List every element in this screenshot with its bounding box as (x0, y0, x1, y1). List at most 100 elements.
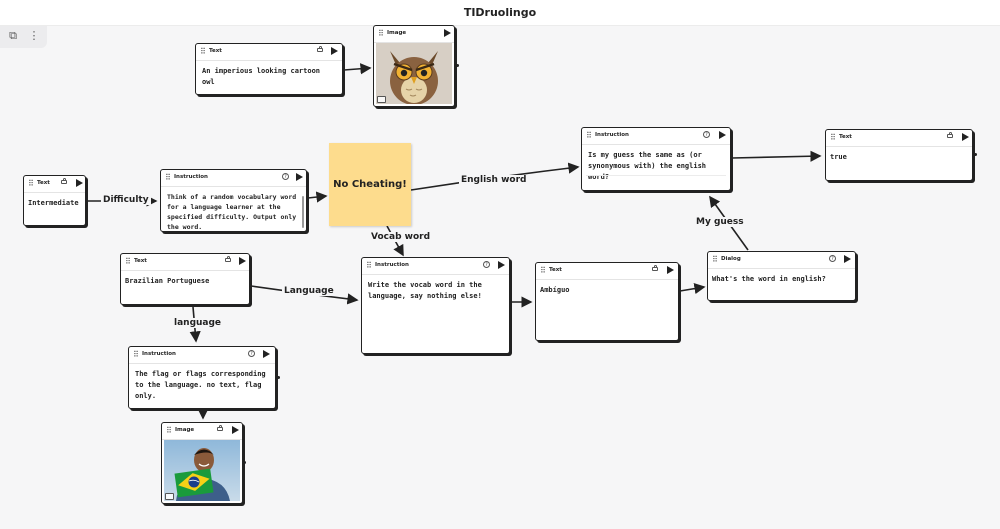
node-text[interactable]: true (830, 153, 847, 161)
drag-handle-icon[interactable]: ⠿ (540, 266, 546, 275)
edge-label-vocab-word[interactable]: Vocab word (369, 232, 433, 242)
node-type-label: Text (209, 48, 222, 54)
node-text[interactable]: Intermediate (28, 199, 79, 207)
owl-image (376, 43, 452, 104)
drag-handle-icon[interactable]: ⠿ (28, 179, 34, 188)
lock-icon[interactable] (317, 45, 323, 52)
node-text[interactable]: Brazilian Portuguese (125, 277, 210, 285)
textarea-divider (586, 175, 726, 176)
run-button[interactable] (719, 131, 726, 139)
node-type-label: Text (839, 134, 852, 140)
scrollbar[interactable] (302, 196, 304, 228)
node-type-label: Dialog (721, 256, 741, 262)
title-bar: TIDruolingo (0, 0, 1000, 26)
drag-handle-icon[interactable]: ⠿ (166, 426, 172, 435)
node-header: ⠿ Image (162, 423, 242, 440)
node-text[interactable]: Think of a random vocabulary word for a … (167, 193, 301, 231)
drag-handle-icon[interactable]: ⠿ (378, 29, 384, 38)
lock-icon[interactable] (61, 177, 67, 184)
node-dialog[interactable]: ⠿ Dialog ? What's the word in english? (707, 251, 856, 301)
run-button[interactable] (239, 257, 246, 265)
node-header: ⠿ Text (24, 176, 85, 193)
copy-icon[interactable]: ⧉ (9, 29, 17, 42)
node-header: ⠿ Instruction ? (362, 258, 509, 275)
node-header: ⠿ Instruction ? (161, 170, 306, 187)
node-type-label: Image (387, 30, 407, 36)
node-type-label: Instruction (595, 132, 629, 138)
help-icon[interactable]: ? (483, 261, 490, 268)
drag-handle-icon[interactable]: ⠿ (133, 350, 139, 359)
lock-icon[interactable] (652, 264, 658, 271)
lock-icon[interactable] (947, 131, 953, 138)
output-handle[interactable] (456, 64, 459, 67)
run-button[interactable] (444, 29, 451, 37)
node-type-label: Instruction (174, 174, 208, 180)
node-vocab-word[interactable]: ⠿ Text Ambíguo (535, 262, 679, 341)
node-text[interactable]: Is my guess the same as (or synonymous w… (588, 151, 711, 181)
run-button[interactable] (232, 426, 239, 434)
output-handle[interactable] (974, 153, 977, 156)
drag-handle-icon[interactable]: ⠿ (125, 257, 131, 266)
node-header: ⠿ Dialog ? (708, 252, 855, 269)
node-result[interactable]: ⠿ Text true (825, 129, 973, 181)
node-language[interactable]: ⠿ Text Brazilian Portuguese (120, 253, 250, 305)
edge-label-my-guess[interactable]: My guess (694, 217, 746, 227)
lock-icon[interactable] (217, 424, 223, 431)
help-icon[interactable]: ? (282, 173, 289, 180)
node-vocab-instruction[interactable]: ⠿ Instruction ? Think of a random vocabu… (160, 169, 307, 232)
node-write-instruction[interactable]: ⠿ Instruction ? Write the vocab word in … (361, 257, 510, 354)
run-button[interactable] (962, 133, 969, 141)
drag-handle-icon[interactable]: ⠿ (200, 47, 206, 56)
node-type-label: Instruction (142, 351, 176, 357)
node-text[interactable]: Write the vocab word in the language, sa… (368, 281, 487, 300)
sticky-note[interactable]: No Cheating! (329, 143, 411, 226)
canvas-toolbar: ⧉ ⋮ (0, 26, 47, 48)
node-header: ⠿ Text (536, 263, 678, 280)
node-type-label: Text (37, 180, 50, 186)
node-compare-instruction[interactable]: ⠿ Instruction ? Is my guess the same as … (581, 127, 731, 191)
edge-label-difficulty[interactable]: Difficulty (101, 195, 151, 205)
node-text[interactable]: An imperious looking cartoon owl (202, 67, 325, 86)
run-button[interactable] (76, 179, 83, 187)
drag-handle-icon[interactable]: ⠿ (712, 255, 718, 264)
node-text[interactable]: What's the word in english? (712, 275, 826, 283)
node-header: ⠿ Text (121, 254, 249, 271)
output-handle[interactable] (277, 376, 280, 379)
node-type-label: Instruction (375, 262, 409, 268)
more-vertical-icon[interactable]: ⋮ (28, 29, 40, 42)
node-owl-image[interactable]: ⠿ Image (373, 25, 455, 107)
run-button[interactable] (263, 350, 270, 358)
node-header: ⠿ Instruction ? (582, 128, 730, 145)
person-with-flag-illustration (174, 448, 230, 501)
edge-label-language[interactable]: Language (282, 286, 336, 296)
help-icon[interactable]: ? (248, 350, 255, 357)
node-flag-instruction[interactable]: ⠿ Instruction ? The flag or flags corres… (128, 346, 276, 409)
node-header: ⠿ Text (826, 130, 972, 147)
edge-label-english-word[interactable]: English word (459, 175, 529, 185)
node-text[interactable]: The flag or flags corresponding to the l… (135, 370, 270, 400)
edge-owl-prompt-to-image (343, 63, 372, 75)
run-button[interactable] (296, 173, 303, 181)
drag-handle-icon[interactable]: ⠿ (165, 173, 171, 182)
node-owl-prompt[interactable]: ⠿ Text An imperious looking cartoon owl (195, 43, 343, 95)
drag-handle-icon[interactable]: ⠿ (830, 133, 836, 142)
edge-label-language-lower[interactable]: language (172, 318, 224, 328)
node-flag-image[interactable]: ⠿ Image (161, 422, 243, 504)
image-badge-icon[interactable] (377, 96, 386, 103)
drag-handle-icon[interactable]: ⠿ (366, 261, 372, 270)
run-button[interactable] (667, 266, 674, 274)
node-difficulty[interactable]: ⠿ Text Intermediate (23, 175, 86, 226)
help-icon[interactable]: ? (829, 255, 836, 262)
lock-icon[interactable] (225, 255, 231, 262)
node-header: ⠿ Instruction ? (129, 347, 275, 364)
output-handle[interactable] (243, 461, 246, 464)
image-badge-icon[interactable] (165, 493, 174, 500)
edge-vocab-to-dialog (679, 283, 706, 295)
node-text[interactable]: Ambíguo (540, 286, 570, 294)
help-icon[interactable]: ? (703, 131, 710, 138)
run-button[interactable] (844, 255, 851, 263)
run-button[interactable] (331, 47, 338, 55)
drag-handle-icon[interactable]: ⠿ (586, 131, 592, 140)
run-button[interactable] (498, 261, 505, 269)
